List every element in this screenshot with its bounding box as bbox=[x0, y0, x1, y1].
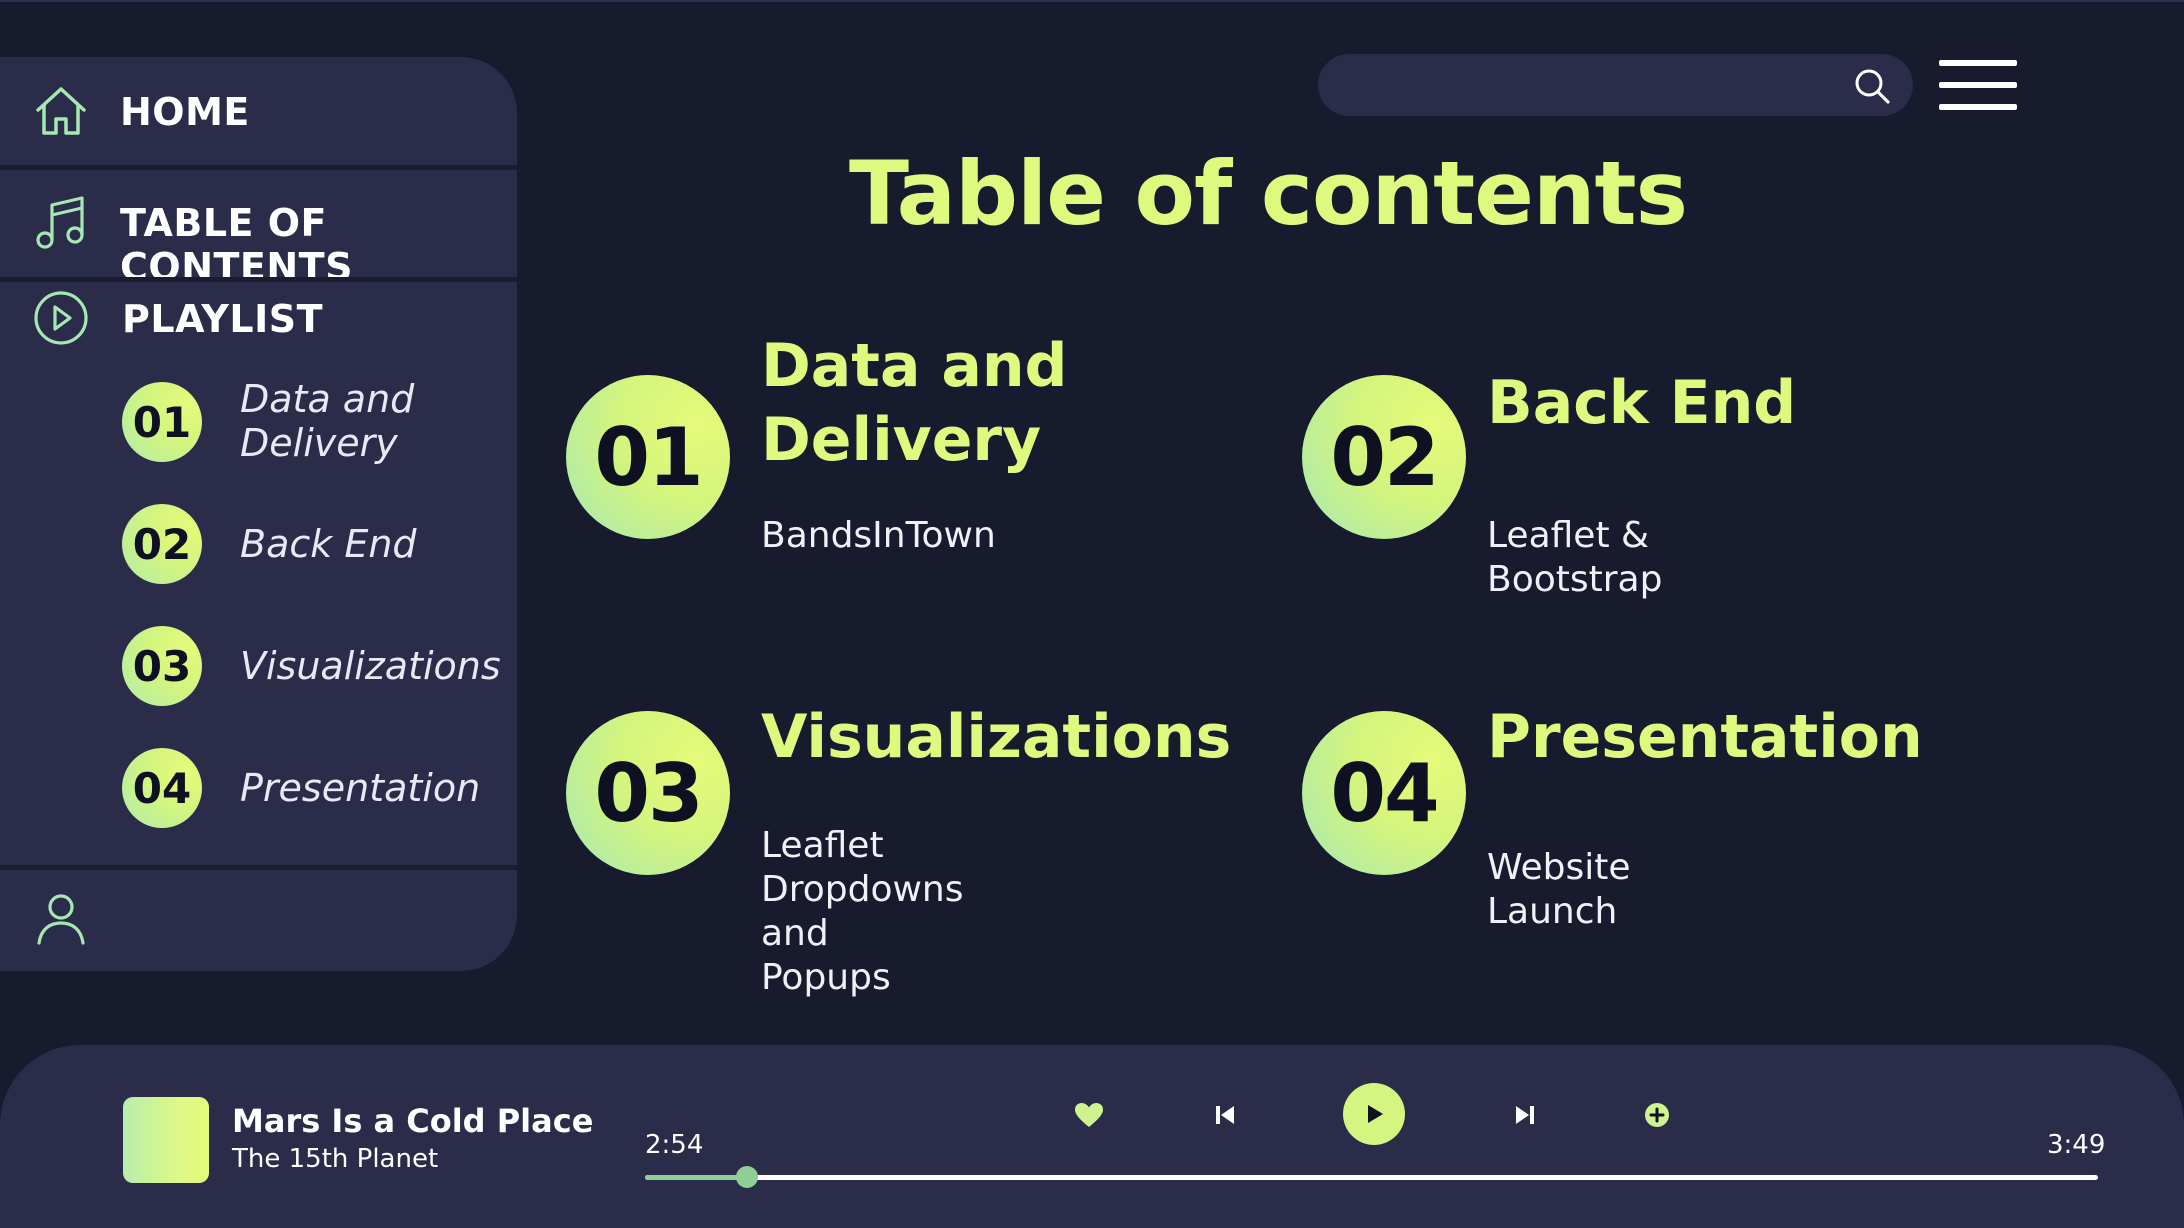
progress-handle[interactable] bbox=[735, 1166, 758, 1188]
hamburger-menu-icon[interactable] bbox=[1939, 57, 2017, 113]
album-art[interactable] bbox=[123, 1097, 209, 1183]
progress-track[interactable] bbox=[645, 1166, 2098, 1188]
section-title-line2: Delivery bbox=[761, 405, 1042, 475]
playlist-item-02[interactable]: 02 Back End bbox=[122, 504, 517, 586]
divider bbox=[0, 165, 517, 170]
section-number-badge: 04 bbox=[1302, 711, 1466, 875]
skip-previous-icon[interactable] bbox=[1208, 1098, 1242, 1132]
play-circle-icon bbox=[34, 291, 88, 345]
add-circle-icon[interactable] bbox=[1640, 1098, 1674, 1132]
page-title: Table of contents bbox=[848, 142, 1688, 245]
sidebar: HOME TABLE OF CONTENTS PLAYLIST 01 Data … bbox=[0, 57, 517, 971]
song-title: Mars Is a Cold Place bbox=[232, 1102, 594, 1140]
play-icon bbox=[1368, 1105, 1383, 1123]
nav-item-playlist[interactable]: PLAYLIST bbox=[0, 282, 517, 392]
section-number-badge: 03 bbox=[566, 711, 730, 875]
playlist-item-label: Visualizations bbox=[240, 644, 501, 688]
playlist-item-03[interactable]: 03 Visualizations bbox=[122, 626, 517, 708]
duration-time: 3:49 bbox=[2047, 1130, 2106, 1160]
playlist-number-badge: 01 bbox=[122, 382, 202, 462]
section-number-badge: 01 bbox=[566, 375, 730, 539]
nav-label-playlist: PLAYLIST bbox=[122, 297, 323, 341]
progress-fill bbox=[645, 1175, 747, 1180]
divider bbox=[0, 277, 517, 282]
section-subtitle: Website Launch bbox=[1487, 847, 1631, 932]
search-icon[interactable] bbox=[1853, 67, 1891, 105]
song-artist: The 15th Planet bbox=[232, 1144, 439, 1174]
section-subtitle: Leaflet & Bootstrap bbox=[1487, 515, 1663, 600]
play-button[interactable] bbox=[1343, 1083, 1405, 1145]
playlist-number-badge: 03 bbox=[122, 626, 202, 706]
music-note-icon bbox=[36, 196, 84, 249]
section-subtitle-line2: Popups bbox=[761, 957, 891, 998]
home-icon bbox=[36, 87, 86, 135]
playlist-item-label: Back End bbox=[240, 522, 417, 566]
playlist-item-label-line2: Delivery bbox=[240, 421, 398, 465]
top-border bbox=[0, 0, 2184, 2]
section-number-badge: 02 bbox=[1302, 375, 1466, 539]
playlist-item-label-line1: Data and bbox=[240, 377, 415, 421]
section-title: Back End bbox=[1487, 368, 1797, 438]
playlist-number-badge: 04 bbox=[122, 748, 202, 828]
elapsed-time: 2:54 bbox=[645, 1130, 704, 1160]
section-title: Visualizations bbox=[761, 702, 1232, 772]
music-player-bar: Mars Is a Cold Place The 15th Planet 2:5… bbox=[0, 1045, 2184, 1228]
playlist-item-label: Data and Delivery bbox=[240, 377, 414, 465]
nav-item-home[interactable]: HOME bbox=[0, 57, 517, 165]
playlist-item-label: Presentation bbox=[240, 766, 481, 810]
section-title-line1: Data and bbox=[761, 331, 1068, 401]
skip-next-icon[interactable] bbox=[1508, 1098, 1542, 1132]
section-subtitle: BandsInTown bbox=[761, 515, 996, 556]
search-bar[interactable] bbox=[1318, 54, 1913, 116]
heart-icon[interactable] bbox=[1072, 1098, 1106, 1132]
nav-label-table-of-contents: TABLE OF CONTENTS bbox=[120, 201, 353, 289]
playlist-number-badge: 02 bbox=[122, 504, 202, 584]
nav-label-home: HOME bbox=[120, 90, 250, 134]
section-title: Data and Delivery bbox=[761, 329, 1068, 477]
user-icon[interactable] bbox=[32, 889, 90, 947]
divider bbox=[0, 865, 517, 870]
section-title: Presentation bbox=[1487, 702, 1923, 772]
playlist-item-01[interactable]: 01 Data and Delivery bbox=[122, 377, 517, 465]
section-subtitle-line1: Leaflet Dropdowns and bbox=[761, 825, 964, 954]
nav-item-table-of-contents[interactable]: TABLE OF CONTENTS bbox=[0, 170, 517, 289]
playlist-item-04[interactable]: 04 Presentation bbox=[122, 748, 517, 830]
section-subtitle: Leaflet Dropdowns and Popups bbox=[761, 824, 964, 1000]
